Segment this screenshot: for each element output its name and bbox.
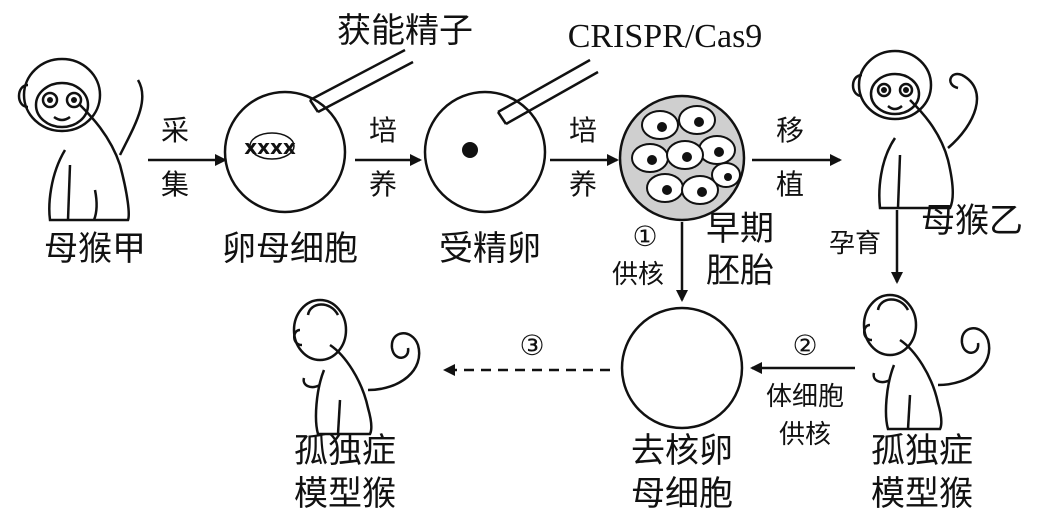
arrow-transfer-label-top: 移 — [776, 114, 804, 147]
monkey-icon — [292, 298, 421, 436]
fertilized-egg-label: 受精卵 — [439, 229, 541, 269]
enucleated-oocyte-label-line2: 母细胞 — [631, 474, 733, 514]
step2-label-line1: 体细胞 — [766, 382, 844, 412]
arrow-transfer-label-bottom: 植 — [776, 168, 804, 201]
embryo-cluster-icon — [618, 94, 746, 222]
arrow-collect-label-bottom: 集 — [161, 168, 189, 201]
monkey-icon — [862, 293, 991, 431]
arrow-culture-2-label-top: 培 — [569, 114, 597, 147]
early-embryo-label-line1: 早期 — [706, 209, 774, 249]
crispr-label: CRISPR/Cas9 — [568, 18, 763, 55]
zygote-nucleus-icon — [462, 142, 478, 158]
early-embryo-label-line2: 胚胎 — [706, 251, 774, 291]
model-monkey-right-label-line1: 孤独症 — [871, 431, 973, 471]
oocyte-label: 卵母细胞 — [222, 229, 358, 269]
micropipette-icon — [308, 48, 414, 114]
model-monkey-left-label-line2: 模型猴 — [294, 474, 396, 514]
monkey-icon — [17, 57, 144, 222]
step1-label: 供核 — [612, 260, 664, 290]
step2-label-line2: 供核 — [779, 420, 831, 450]
zygote-cell-icon — [423, 90, 547, 214]
step3-number: ③ — [519, 329, 544, 362]
step1-number: ① — [632, 220, 657, 253]
gestation-label: 孕育 — [829, 229, 881, 259]
oocyte-cell-icon — [223, 90, 347, 214]
capacitated-sperm-label: 获能精子 — [337, 11, 473, 51]
model-monkey-left-label-line1: 孤独症 — [294, 431, 396, 471]
arrow-culture-1-label-top: 培 — [369, 114, 397, 147]
step2-number: ② — [792, 329, 817, 362]
mother-b-label: 母猴乙 — [921, 201, 1023, 241]
micropipette-icon — [496, 58, 599, 126]
arrow-culture-2-label-bottom: 养 — [569, 168, 597, 201]
arrow-collect-label-top: 采 — [161, 114, 189, 147]
chromosome-icon: xxxx — [244, 132, 296, 160]
enucleated-oocyte-cell-icon — [620, 306, 744, 430]
arrow-culture-1-label-bottom: 养 — [369, 168, 397, 201]
enucleated-oocyte-label-line1: 去核卵 — [631, 431, 733, 471]
svg-text:xxxx: xxxx — [244, 135, 296, 159]
mother-a-label: 母猴甲 — [44, 229, 146, 269]
model-monkey-right-label-line2: 模型猴 — [871, 474, 973, 514]
monkey-icon — [851, 49, 979, 210]
